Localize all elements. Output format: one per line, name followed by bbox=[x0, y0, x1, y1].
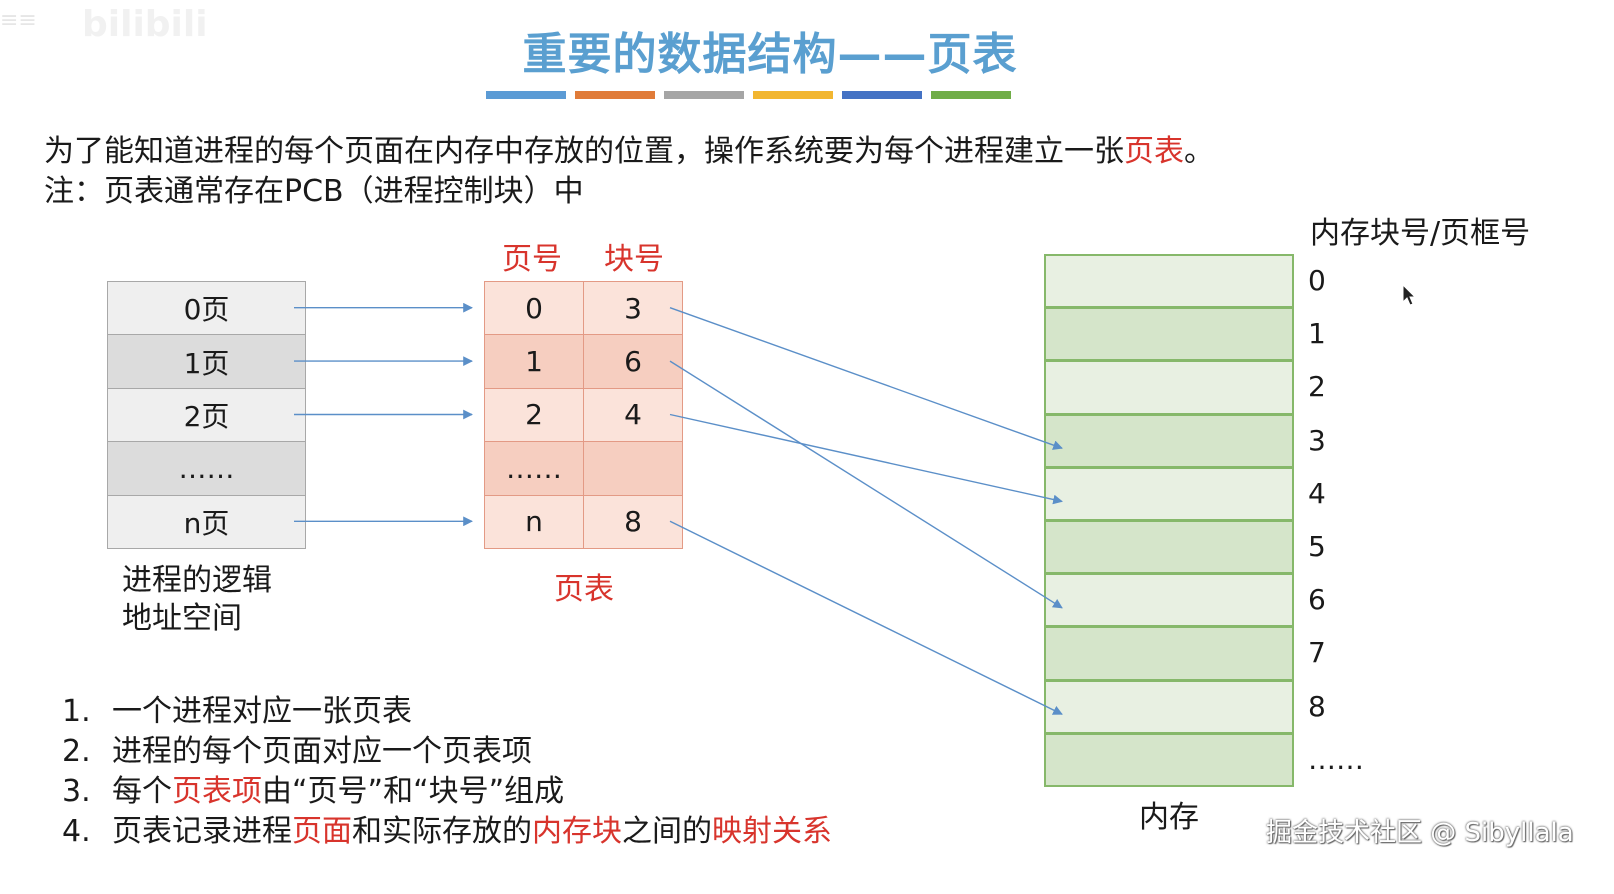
list-item-number: 1. bbox=[62, 694, 91, 729]
logical-space-caption-line-2: 地址空间 bbox=[122, 601, 242, 636]
intro-line-1-suffix: 。 bbox=[1184, 134, 1214, 169]
intro-line-1: 为了能知道进程的每个页面在内存中存放的位置，操作系统要为每个进程建立一张页表。 bbox=[44, 132, 1214, 172]
block-number-header: 块号 bbox=[604, 242, 664, 277]
page-table-block-cell: 8 bbox=[583, 494, 683, 549]
memory-block-header: 内存块号/页框号 bbox=[1310, 216, 1531, 251]
memory-block-number: 7 bbox=[1308, 636, 1326, 670]
list-item-text: 由“页号”和“块号”组成 bbox=[262, 774, 565, 809]
title-bar-segment bbox=[931, 91, 1011, 99]
memory-block-number: …… bbox=[1308, 742, 1364, 776]
list-item-text: 页表记录进程 bbox=[112, 814, 292, 849]
memory-block-number: 4 bbox=[1308, 476, 1326, 510]
memory-block-number: 1 bbox=[1308, 317, 1326, 351]
list-item-text: 每个 bbox=[112, 774, 172, 809]
watermark-small: ≡≡ bbox=[0, 8, 37, 33]
memory-block-number: 2 bbox=[1308, 370, 1326, 404]
memory-block-number: 8 bbox=[1308, 689, 1326, 723]
memory-block bbox=[1044, 254, 1294, 309]
juejin-watermark: 掘金技术社区 @ Sibyllala bbox=[1266, 818, 1574, 848]
intro-line-1-prefix: 为了能知道进程的每个页面在内存中存放的位置，操作系统要为每个进程建立一张 bbox=[44, 134, 1124, 169]
memory-block bbox=[1044, 520, 1294, 575]
title-bar-segment bbox=[842, 91, 922, 99]
title-bar-segment bbox=[664, 91, 744, 99]
title-bar-segment bbox=[753, 91, 833, 99]
mouse-cursor-icon bbox=[1402, 284, 1417, 306]
page-number-header: 页号 bbox=[502, 242, 562, 277]
logical-page-row: …… bbox=[107, 441, 306, 496]
memory-block bbox=[1044, 413, 1294, 468]
list-item-number: 3. bbox=[62, 774, 91, 809]
bilibili-logo-watermark: bilibili bbox=[82, 4, 208, 45]
list-item-highlight: 页面 bbox=[292, 814, 352, 849]
list-item-number: 4. bbox=[62, 814, 91, 849]
intro-line-1-highlight: 页表 bbox=[1124, 134, 1184, 169]
memory-block bbox=[1044, 573, 1294, 628]
logical-space-caption-line-1: 进程的逻辑 bbox=[122, 563, 272, 598]
page-table-page-cell: 2 bbox=[484, 387, 584, 443]
title-bar-segment bbox=[575, 91, 655, 99]
list-item-highlight: 映射关系 bbox=[712, 814, 832, 849]
list-item-text: 和实际存放的 bbox=[352, 814, 532, 849]
logical-page-row: n页 bbox=[107, 494, 306, 549]
page-table-page-cell: 0 bbox=[484, 281, 584, 336]
page-table-block-cell bbox=[583, 441, 683, 496]
list-item-number: 2. bbox=[62, 734, 91, 769]
memory-block-number: 0 bbox=[1308, 264, 1326, 297]
memory-block-number: 5 bbox=[1308, 530, 1326, 563]
list-item-highlight: 页表项 bbox=[172, 774, 262, 809]
memory-caption: 内存 bbox=[1139, 800, 1199, 835]
table-to-memory-arrow bbox=[669, 413, 1063, 505]
slide-title: 重要的数据结构——页表 bbox=[522, 29, 1018, 80]
summary-list: 1. 一个进程对应一张页表 2. 进程的每个页面对应一个页表项 3. 每个页表项由“页号”… bbox=[62, 692, 832, 852]
memory-block bbox=[1044, 732, 1294, 787]
table-to-memory-arrow bbox=[669, 307, 1063, 450]
page-table-block-cell: 3 bbox=[583, 281, 683, 336]
memory-block bbox=[1044, 679, 1294, 734]
list-item-highlight: 内存块 bbox=[532, 814, 622, 849]
logical-space-caption: 进程的逻辑 地址空间 bbox=[122, 562, 272, 638]
logical-page-row: 2页 bbox=[107, 387, 306, 443]
memory-block bbox=[1044, 307, 1294, 362]
memory-block-number: 3 bbox=[1308, 423, 1326, 457]
page-table-page-cell: …… bbox=[484, 441, 584, 496]
title-bar-segment bbox=[486, 91, 566, 99]
logical-page-row: 1页 bbox=[107, 334, 306, 389]
memory-block-number: 6 bbox=[1308, 583, 1326, 617]
intro-line-2: 注：页表通常存在PCB（进程控制块）中 bbox=[44, 174, 584, 209]
list-item: 3. 每个页表项由“页号”和“块号”组成 bbox=[62, 772, 832, 812]
memory-block bbox=[1044, 466, 1294, 521]
memory-block bbox=[1044, 626, 1294, 681]
memory-block bbox=[1044, 360, 1294, 415]
page-table-page-cell: n bbox=[484, 494, 584, 549]
list-item: 1. 一个进程对应一张页表 bbox=[62, 692, 832, 732]
logical-page-row: 0页 bbox=[107, 281, 306, 336]
list-item-text: 一个进程对应一张页表 bbox=[112, 694, 412, 729]
list-item-text: 进程的每个页面对应一个页表项 bbox=[112, 734, 532, 769]
list-item: 2. 进程的每个页面对应一个页表项 bbox=[62, 732, 832, 772]
list-item: 4. 页表记录进程页面和实际存放的内存块之间的映射关系 bbox=[62, 812, 832, 852]
table-to-memory-arrow bbox=[669, 520, 1063, 715]
page-table-block-cell: 4 bbox=[583, 387, 683, 443]
intro-text: 为了能知道进程的每个页面在内存中存放的位置，操作系统要为每个进程建立一张页表。 … bbox=[44, 132, 1214, 212]
table-to-memory-arrow bbox=[669, 360, 1063, 609]
list-item-text: 之间的 bbox=[622, 814, 712, 849]
page-table-caption: 页表 bbox=[554, 572, 614, 607]
